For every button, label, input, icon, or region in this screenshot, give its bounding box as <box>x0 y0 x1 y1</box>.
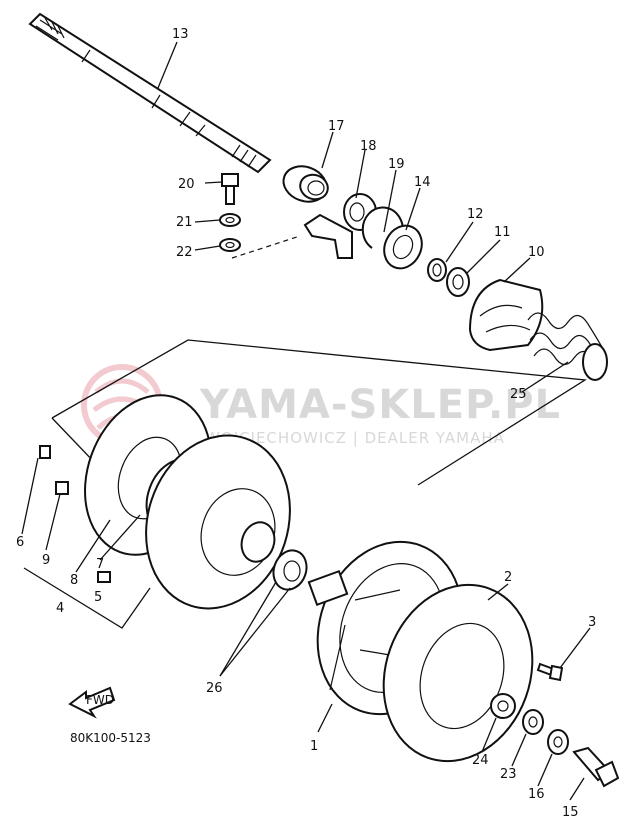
callout-11: 11 <box>494 225 511 240</box>
callout-13: 13 <box>172 27 189 42</box>
part-24-collar <box>490 693 516 719</box>
part-12-circlip <box>427 258 447 282</box>
diagram-code: 80K100-5123 <box>70 731 151 745</box>
callout-9: 9 <box>42 553 50 568</box>
callout-15: 15 <box>562 805 579 820</box>
part-5-nut <box>97 571 111 583</box>
assembly-line-bolt <box>231 235 301 259</box>
callout-10: 10 <box>528 245 545 260</box>
callouts: 13 17 20 21 22 18 19 14 12 11 10 25 6 9 … <box>16 27 596 820</box>
part-9-bolt <box>55 481 69 495</box>
part-3-bolt <box>536 662 564 682</box>
callout-16: 16 <box>528 787 545 802</box>
callout-12: 12 <box>467 207 484 222</box>
frame-bottom-left <box>23 567 151 629</box>
callout-3: 3 <box>588 615 596 630</box>
callout-22: 22 <box>176 245 193 260</box>
callout-5: 5 <box>94 590 102 605</box>
fwd-label: FWD <box>86 693 114 707</box>
leader-lines <box>21 41 591 801</box>
part-11-washer <box>446 267 470 297</box>
part-26-bearing <box>272 549 308 591</box>
callout-8: 8 <box>70 573 78 588</box>
watermark-title: YAMA-SKLEP.PL <box>199 382 561 428</box>
fwd-arrow-icon: FWD <box>68 686 116 719</box>
part-2-clutch-housing <box>382 583 534 763</box>
watermark-subtitle: WOJCIECHOWICZ | DEALER YAMAHA <box>205 429 505 447</box>
callout-1: 1 <box>310 739 318 754</box>
callout-21: 21 <box>176 215 193 230</box>
callout-23: 23 <box>500 767 517 782</box>
part-main-sheave <box>145 434 291 610</box>
callout-4: 4 <box>56 601 64 616</box>
callout-20: 20 <box>178 177 195 192</box>
part-10-cam <box>468 278 544 352</box>
callout-18: 18 <box>360 139 377 154</box>
part-13-shaft <box>28 12 272 174</box>
callout-2: 2 <box>504 570 512 585</box>
part-15-bolt <box>572 746 620 788</box>
part-23-washer <box>522 709 544 735</box>
part-17-bearing <box>282 165 329 203</box>
callout-26: 26 <box>206 681 223 696</box>
callout-6: 6 <box>16 535 24 550</box>
frame-upper <box>51 339 587 486</box>
callout-24: 24 <box>472 753 489 768</box>
callout-7: 7 <box>96 557 104 572</box>
watermark: YAMA-SKLEP.PL WOJCIECHOWICZ | DEALER YAM… <box>81 364 561 447</box>
callout-25: 25 <box>510 387 527 402</box>
callout-14: 14 <box>414 175 431 190</box>
part-20-bolt <box>221 173 239 205</box>
callout-19: 19 <box>388 157 405 172</box>
part-25-spring <box>527 312 608 381</box>
part-22-washer <box>219 238 241 252</box>
part-16-washer <box>547 729 569 755</box>
callout-17: 17 <box>328 119 345 134</box>
part-6-bolt <box>39 445 51 459</box>
part-21-lock-washer <box>219 213 241 227</box>
part-14-washer <box>383 224 423 270</box>
